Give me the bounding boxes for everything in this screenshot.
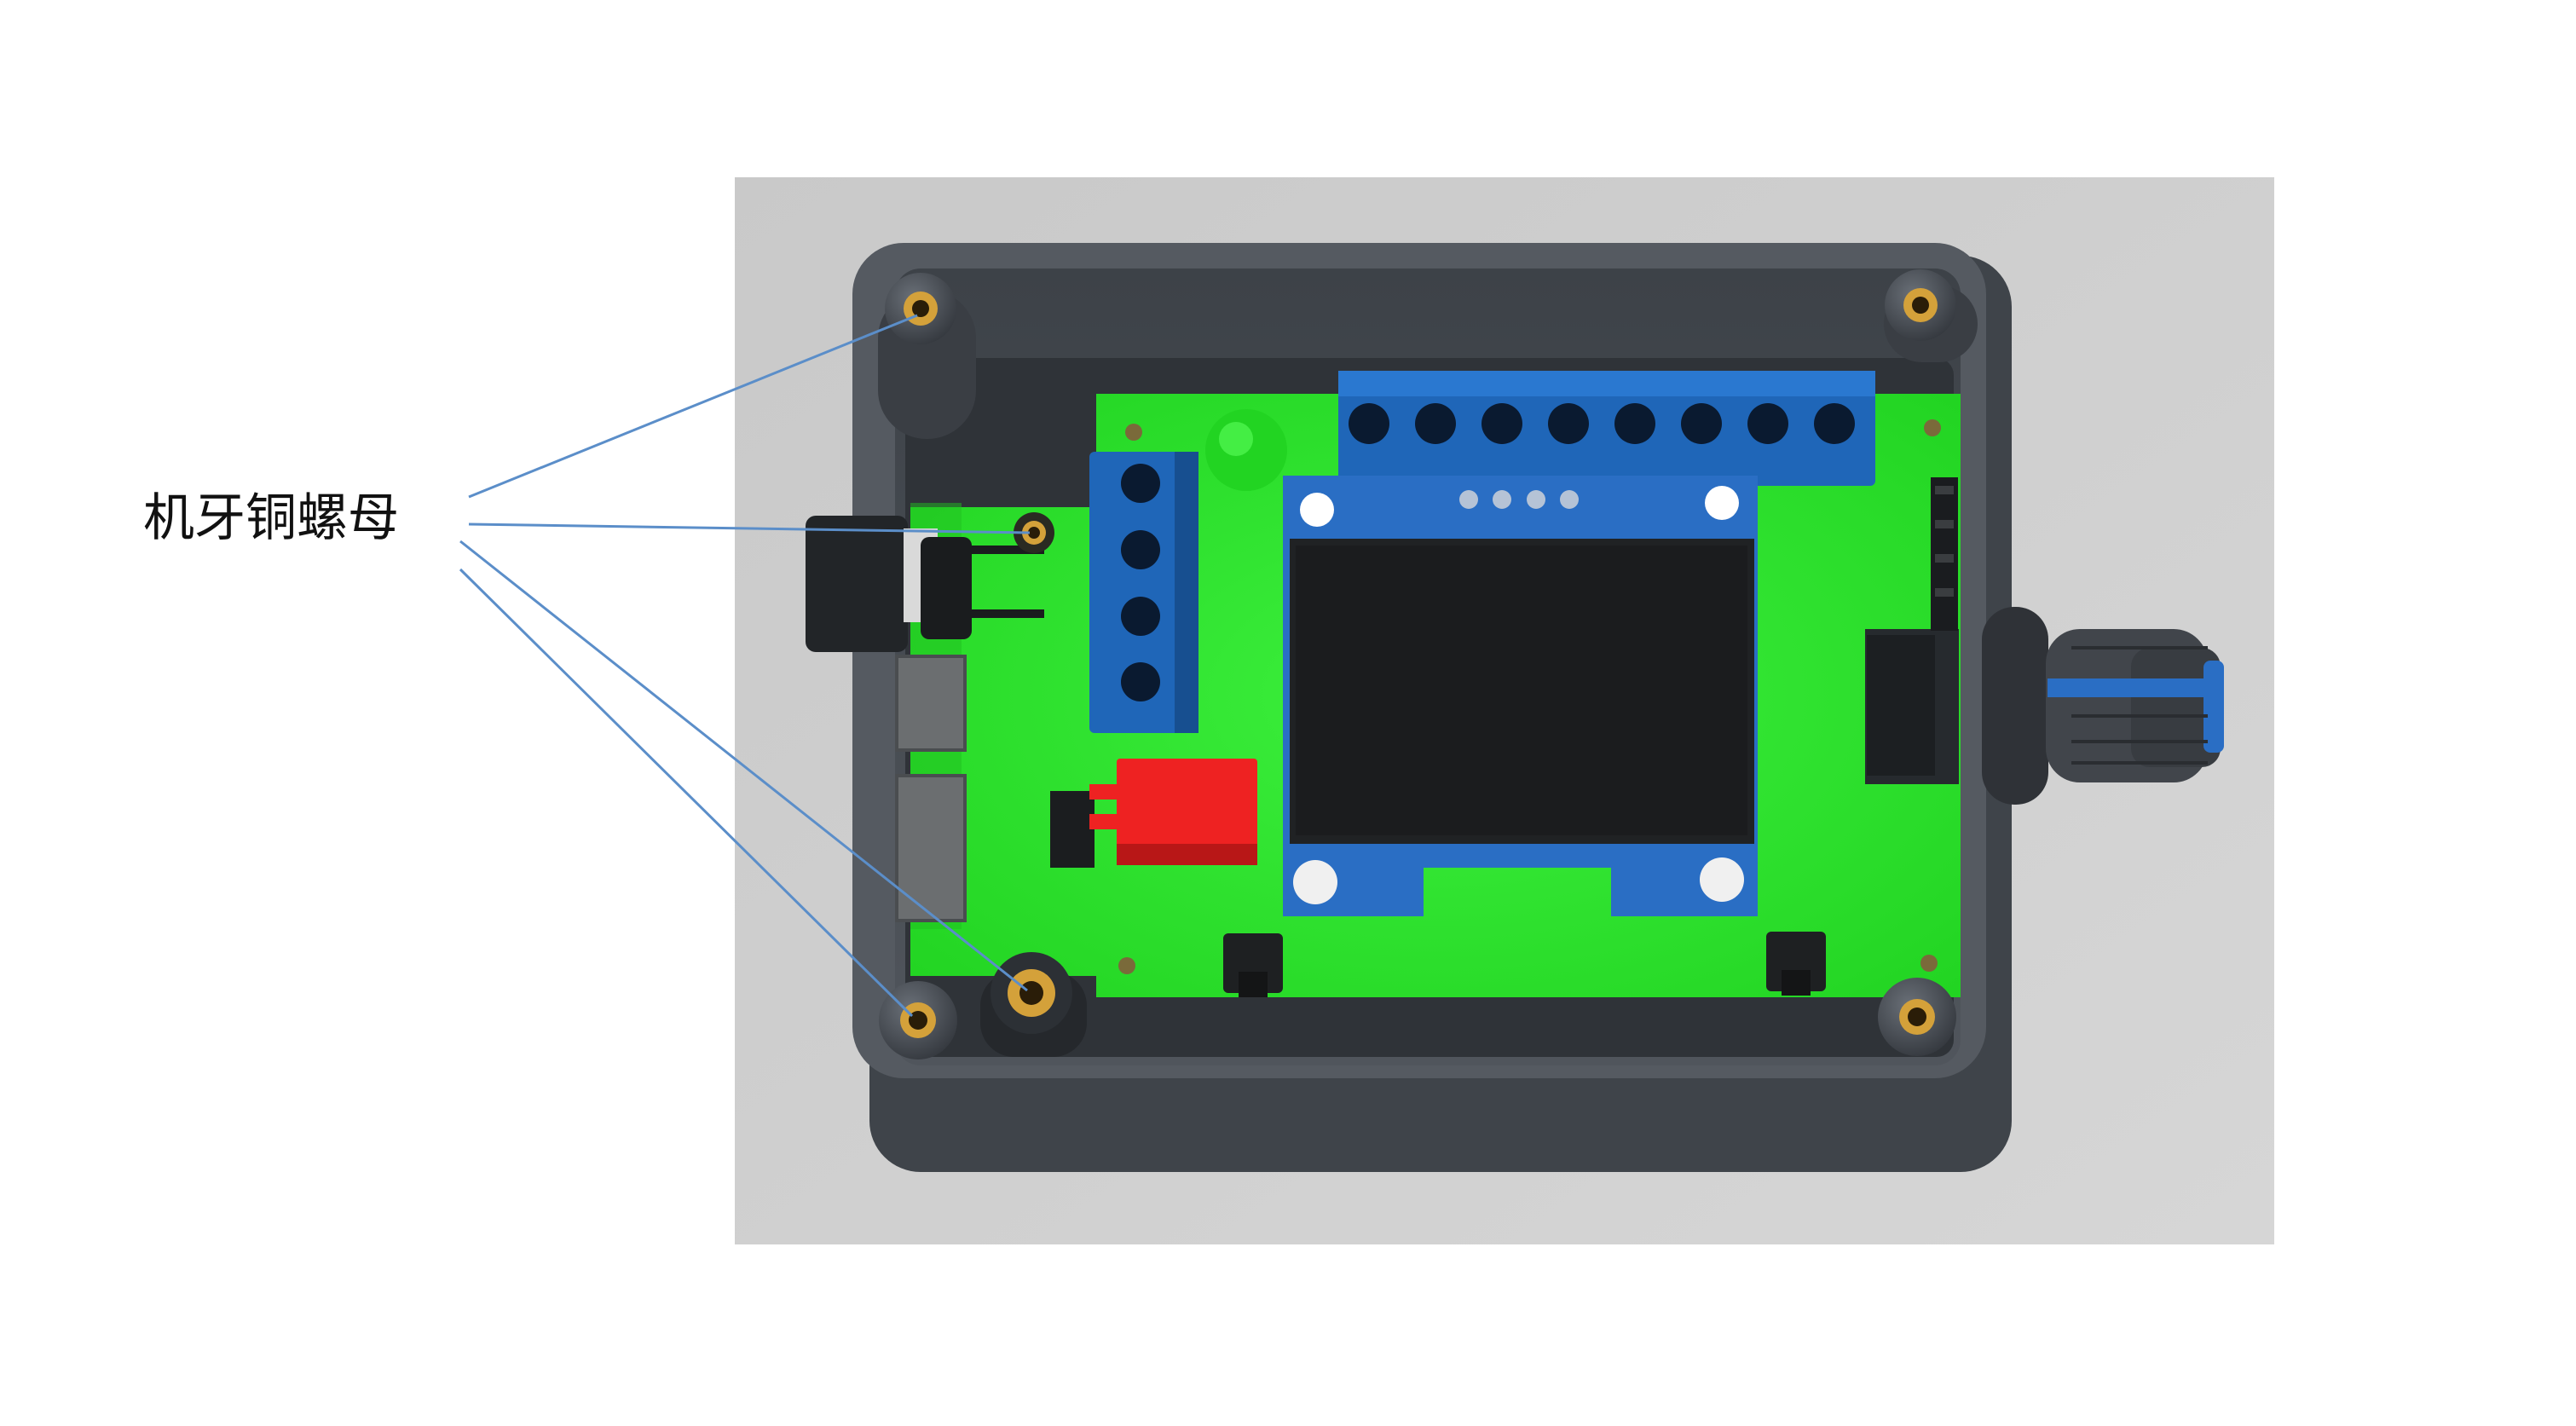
callout-leader-lines	[459, 314, 1031, 1018]
boss-top-right	[1884, 269, 1978, 362]
dc-jack-pin-2	[967, 609, 1044, 618]
terminal-block-top	[1338, 371, 1875, 486]
pcb-hole	[1125, 424, 1142, 441]
boss-top-left	[878, 273, 976, 439]
dc-jack-front	[921, 537, 972, 639]
leader-line-standoff-nut	[459, 540, 1028, 992]
boss-bottom-left	[879, 981, 957, 1059]
tact-switch-right	[1766, 932, 1826, 996]
dc-jack-body	[806, 516, 908, 652]
tact-switch-left	[1223, 933, 1283, 997]
leader-line-pcb-nut	[468, 522, 1031, 534]
pcb-hole	[1920, 955, 1938, 972]
terminal-block-left	[1089, 452, 1198, 733]
leader-line-bottom-left-nut	[459, 568, 914, 1018]
pcb-hole	[1118, 957, 1135, 974]
potentiometer-knob	[1982, 607, 2224, 805]
standoff-bottom-left	[980, 952, 1087, 1057]
right-pin-header	[1931, 477, 1958, 631]
right-connector-face	[1867, 635, 1935, 776]
leader-line-top-left-nut	[468, 314, 918, 499]
led-green-highlight	[1219, 422, 1253, 456]
pcb-hole	[1924, 419, 1941, 436]
ic-chip-left	[1050, 791, 1095, 868]
pcb-nut-left	[1014, 512, 1054, 553]
oled-display-module	[1283, 476, 1758, 916]
dc-jack-pin-1	[967, 546, 1044, 554]
boss-bottom-right	[1878, 978, 1956, 1056]
red-jumper	[1089, 759, 1257, 865]
callout-label-brass-nut: 机牙铜螺母	[143, 488, 399, 548]
side-header-1	[895, 655, 967, 752]
side-header-2	[895, 774, 967, 922]
